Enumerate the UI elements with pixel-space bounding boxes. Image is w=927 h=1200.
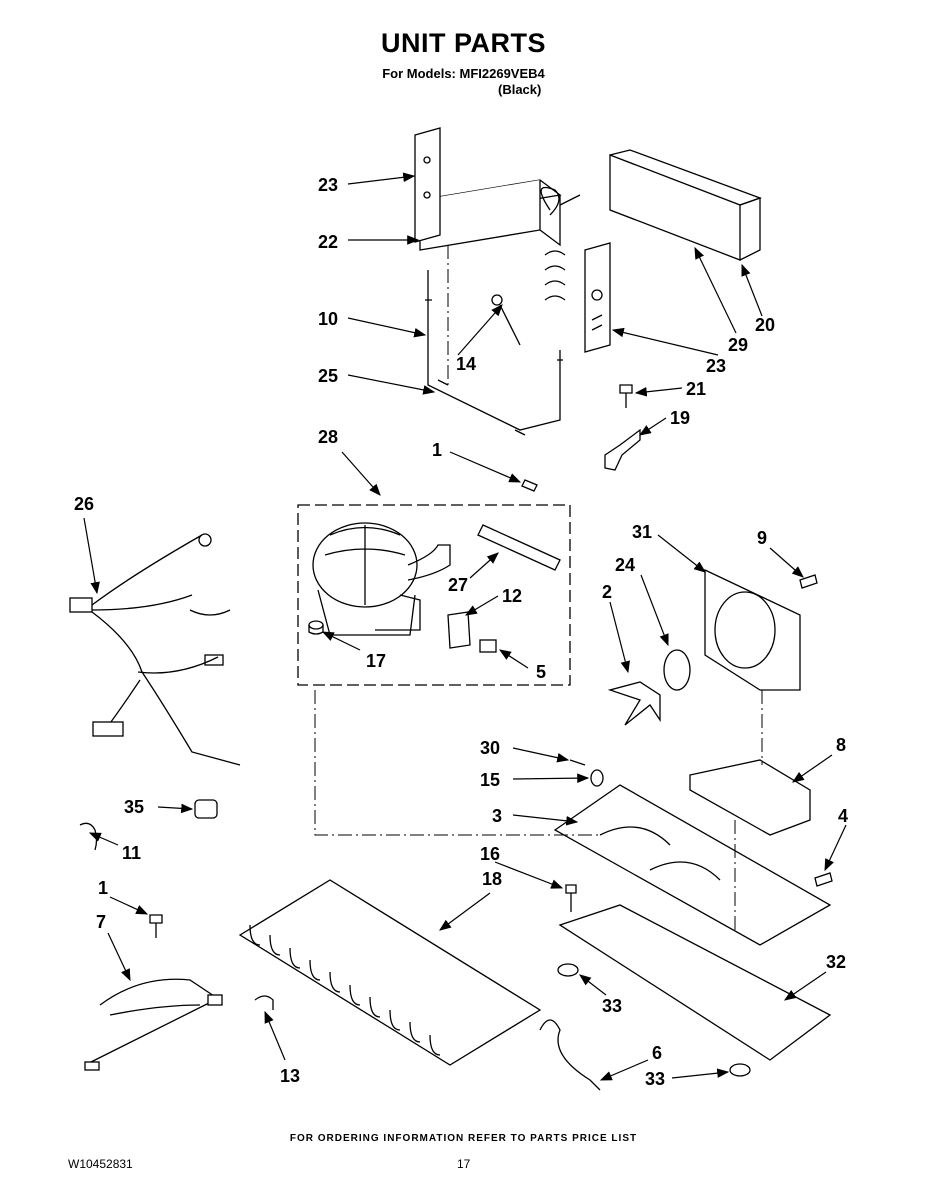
callout-25: 25 xyxy=(318,366,338,386)
screw-4 xyxy=(814,872,833,887)
models-line: For Models: MFI2269VEB4 xyxy=(382,66,545,81)
callout-27: 27 xyxy=(448,575,468,595)
foot-33-lower xyxy=(729,1063,751,1077)
callout-12: 12 xyxy=(502,586,522,606)
drier-27 xyxy=(477,524,561,571)
part-35 xyxy=(194,799,218,819)
callout-11: 11 xyxy=(122,843,141,863)
callout-32: 32 xyxy=(826,952,846,972)
screw-16 xyxy=(565,884,577,912)
callout-5: 5 xyxy=(536,662,546,682)
page-number: 17 xyxy=(457,1157,471,1171)
defrost-thermostat xyxy=(491,294,521,346)
callout-24: 24 xyxy=(615,555,635,575)
callout-4: 4 xyxy=(838,806,848,826)
spring-30 xyxy=(569,759,586,766)
defrost-heater xyxy=(425,270,563,436)
fan-shroud-31 xyxy=(704,568,801,691)
bracket-19 xyxy=(604,428,641,471)
bracket-8 xyxy=(689,759,811,836)
screw-9 xyxy=(799,574,818,589)
evaporator-cover-20 xyxy=(609,149,762,261)
callout-8: 8 xyxy=(836,735,846,755)
fan-motor-24 xyxy=(663,649,691,691)
callout-33b: 33 xyxy=(645,1069,665,1089)
callout-2: 2 xyxy=(602,582,612,602)
callout-21: 21 xyxy=(686,379,706,399)
assembly-guide-lines xyxy=(314,245,763,930)
callout-30: 30 xyxy=(480,738,500,758)
callout-19: 19 xyxy=(670,408,690,428)
clip-13 xyxy=(254,995,274,1010)
callout-16: 16 xyxy=(480,844,500,864)
callout-33a: 33 xyxy=(602,996,622,1016)
wire-harness-7 xyxy=(84,978,223,1071)
callout-29: 29 xyxy=(728,335,748,355)
relay-12 xyxy=(447,611,471,649)
compressor xyxy=(312,522,451,636)
callout-20: 20 xyxy=(755,315,775,335)
callout-23b: 23 xyxy=(706,356,726,376)
wire-harness-26 xyxy=(69,533,241,766)
screw-1-top xyxy=(521,479,538,492)
screw-1-lower xyxy=(149,914,163,938)
callout-26: 26 xyxy=(74,494,94,514)
callout-1a: 1 xyxy=(432,440,442,460)
evaporator-side-bracket-left xyxy=(414,127,441,243)
grommet-17 xyxy=(308,620,324,635)
callout-18: 18 xyxy=(482,869,502,889)
ordering-note: FOR ORDERING INFORMATION REFER TO PARTS … xyxy=(289,1133,638,1144)
foot-33-upper xyxy=(557,963,579,977)
fan-blade-2 xyxy=(607,681,661,726)
callout-23a: 23 xyxy=(318,175,338,195)
drain-pan-32 xyxy=(558,904,832,1061)
evaporator-side-bracket-right xyxy=(584,242,611,353)
callout-35: 35 xyxy=(124,797,144,817)
tube-6 xyxy=(539,1019,601,1091)
model-variant: (Black) xyxy=(498,82,542,97)
callout-1b: 1 xyxy=(98,878,108,898)
grommet-15 xyxy=(590,769,604,787)
screw-21 xyxy=(619,384,633,408)
callout-6: 6 xyxy=(652,1043,662,1063)
page-title: UNIT PARTS xyxy=(381,28,546,58)
evaporator-coil xyxy=(418,179,581,301)
callout-22: 22 xyxy=(318,232,338,252)
callout-14: 14 xyxy=(456,354,476,374)
compressor-assembly-box xyxy=(297,504,571,686)
callout-17: 17 xyxy=(366,651,386,671)
callout-leaders xyxy=(83,172,847,1081)
callout-31: 31 xyxy=(632,522,652,542)
base-plate-3 xyxy=(553,784,832,946)
overload-5 xyxy=(479,639,497,653)
callout-10: 10 xyxy=(318,309,338,329)
callout-13: 13 xyxy=(280,1066,300,1086)
callout-3: 3 xyxy=(492,806,502,826)
document-number: W10452831 xyxy=(68,1157,133,1171)
condenser-18 xyxy=(238,879,542,1066)
callout-9: 9 xyxy=(757,528,767,548)
callout-labels: 23 22 10 14 25 20 29 23 21 19 28 1 26 27… xyxy=(74,175,848,1089)
part-11 xyxy=(79,822,98,851)
callout-7: 7 xyxy=(96,912,106,932)
callout-28: 28 xyxy=(318,427,338,447)
callout-15: 15 xyxy=(480,770,500,790)
